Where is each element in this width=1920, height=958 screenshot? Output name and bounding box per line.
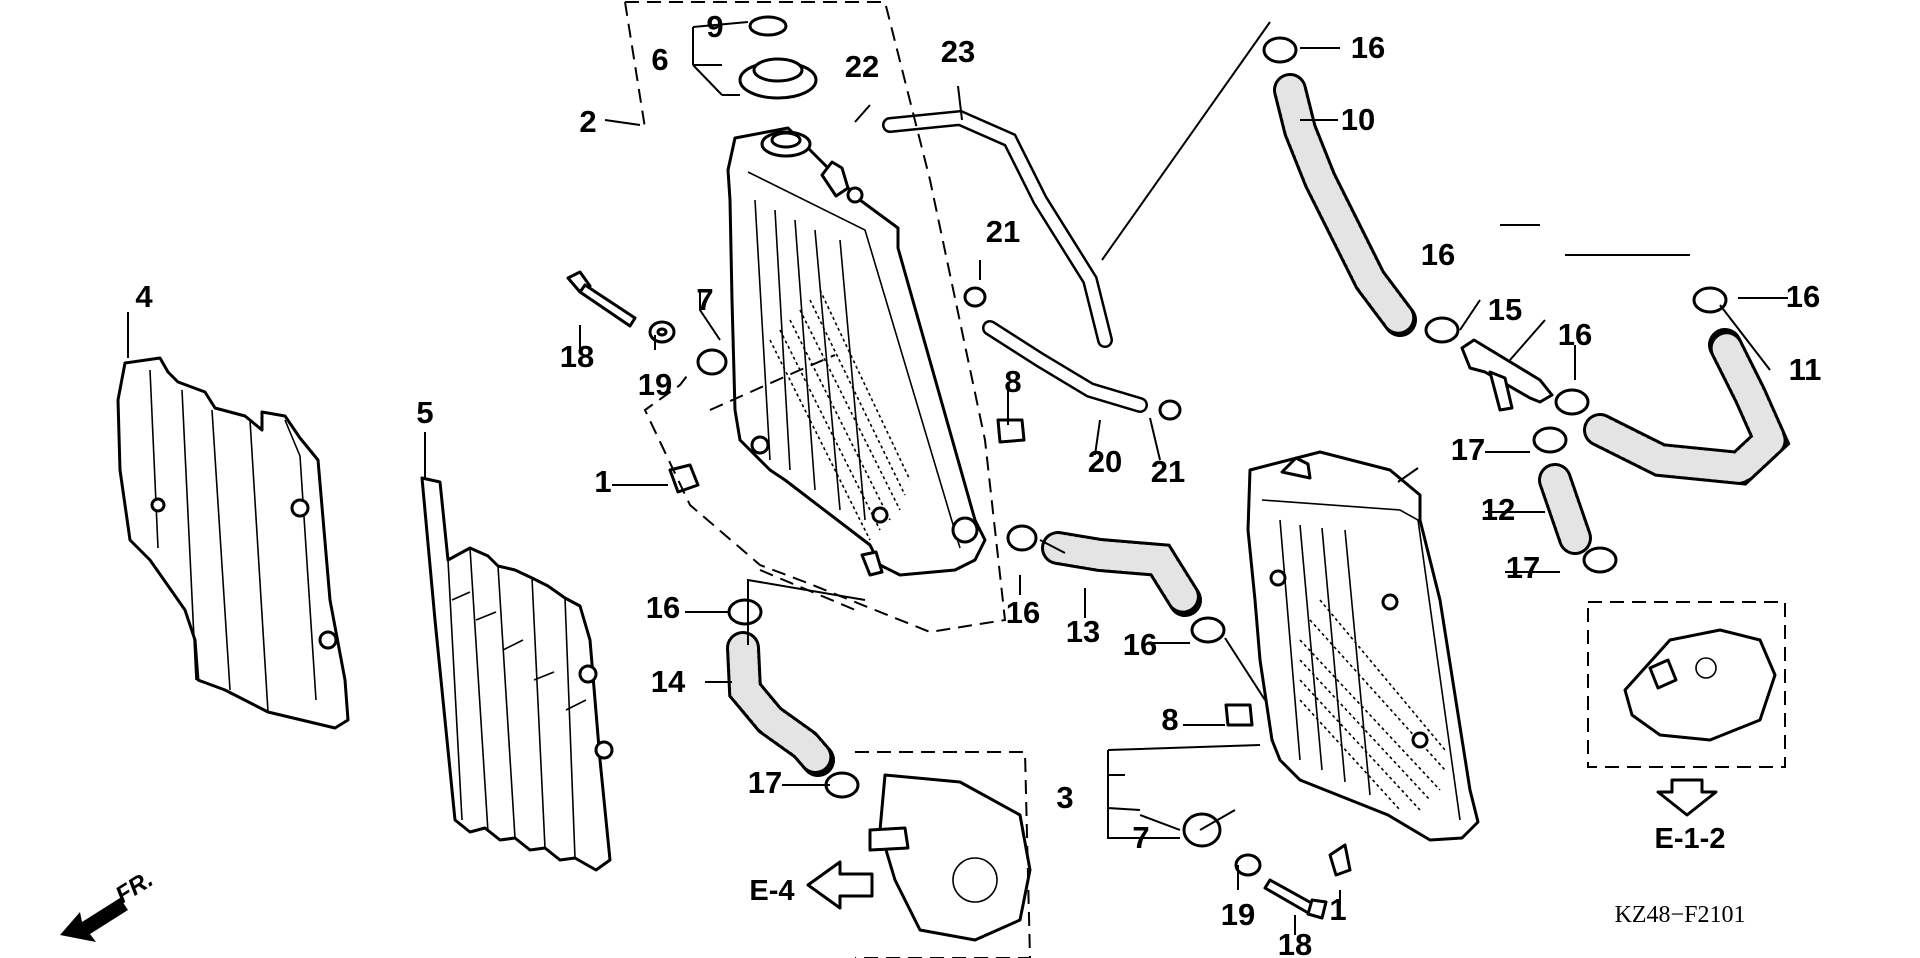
callout-9: 9	[706, 9, 723, 44]
callout-11: 11	[1789, 352, 1822, 387]
bolts-washers-grommets	[566, 270, 1352, 920]
callout-18: 18	[560, 339, 594, 374]
callout-16: 16	[1421, 237, 1455, 272]
callout-1: 1	[1329, 892, 1346, 927]
callout-7: 7	[696, 282, 713, 317]
hose-13	[1041, 531, 1202, 617]
callout-19: 19	[638, 367, 672, 402]
left-radiator	[726, 126, 987, 577]
callout-21: 21	[986, 214, 1020, 249]
radiator-core	[769, 289, 911, 541]
radiator-core	[1299, 599, 1446, 811]
callout-17: 17	[748, 765, 782, 800]
diagram-code: KZ48−F2101	[1615, 902, 1746, 928]
hose-clamp	[727, 36, 1728, 799]
callout-18: 18	[1278, 927, 1312, 958]
callout-1: 1	[594, 464, 611, 499]
callout-21: 21	[1151, 454, 1185, 489]
breather-tube-23	[882, 109, 1113, 348]
callout-16: 16	[1351, 30, 1385, 65]
hose-11	[1583, 328, 1791, 486]
callout-5: 5	[416, 395, 433, 430]
callout-16: 16	[646, 590, 680, 625]
callout-13: 13	[1066, 614, 1100, 649]
callout-3: 3	[1056, 780, 1073, 815]
reference-label-left: E-4	[749, 875, 794, 907]
callout-8: 8	[1004, 364, 1021, 399]
cylinder-head	[1623, 628, 1777, 742]
callout-12: 12	[1481, 492, 1515, 527]
hose-12	[1538, 463, 1592, 555]
callout-4: 4	[135, 279, 153, 314]
callout-19: 19	[1221, 897, 1255, 932]
reference-arrow-left	[806, 860, 874, 910]
callout-16: 16	[1786, 279, 1820, 314]
callout-20: 20	[1088, 444, 1122, 479]
callout-22: 22	[845, 49, 879, 84]
callout-16: 16	[1558, 317, 1592, 352]
hose-14	[726, 631, 835, 777]
hose-10	[1273, 73, 1417, 337]
callout-15: 15	[1488, 292, 1522, 327]
right-radiator	[1246, 450, 1480, 842]
radiator-shroud	[116, 356, 350, 730]
callout-2: 2	[579, 104, 596, 139]
water-pump-cover	[868, 773, 1032, 942]
callout-16: 16	[1123, 627, 1157, 662]
callout-8: 8	[1161, 702, 1178, 737]
callout-7: 7	[1132, 820, 1149, 855]
radiator-louver	[420, 476, 614, 872]
callout-17: 17	[1451, 432, 1485, 467]
reference-label-right: E-1-2	[1655, 823, 1726, 855]
callout-23: 23	[941, 34, 975, 69]
leader-lines	[127, 21, 1788, 935]
callout-16: 16	[1006, 595, 1040, 630]
radiator-cap	[738, 15, 818, 100]
callout-numbers: 1 1 2 3 4 5 6 7 7 8 8 9 10 11 12 13 14 1…	[135, 9, 1821, 958]
joint-pipe-15	[1460, 338, 1554, 412]
callout-6: 6	[651, 42, 668, 77]
overflow-tube-20	[982, 320, 1148, 413]
front-direction-arrow	[60, 898, 128, 942]
callout-17: 17	[1506, 550, 1540, 585]
callout-14: 14	[651, 664, 686, 699]
reference-arrow-down	[1656, 778, 1718, 817]
callout-10: 10	[1341, 102, 1375, 137]
